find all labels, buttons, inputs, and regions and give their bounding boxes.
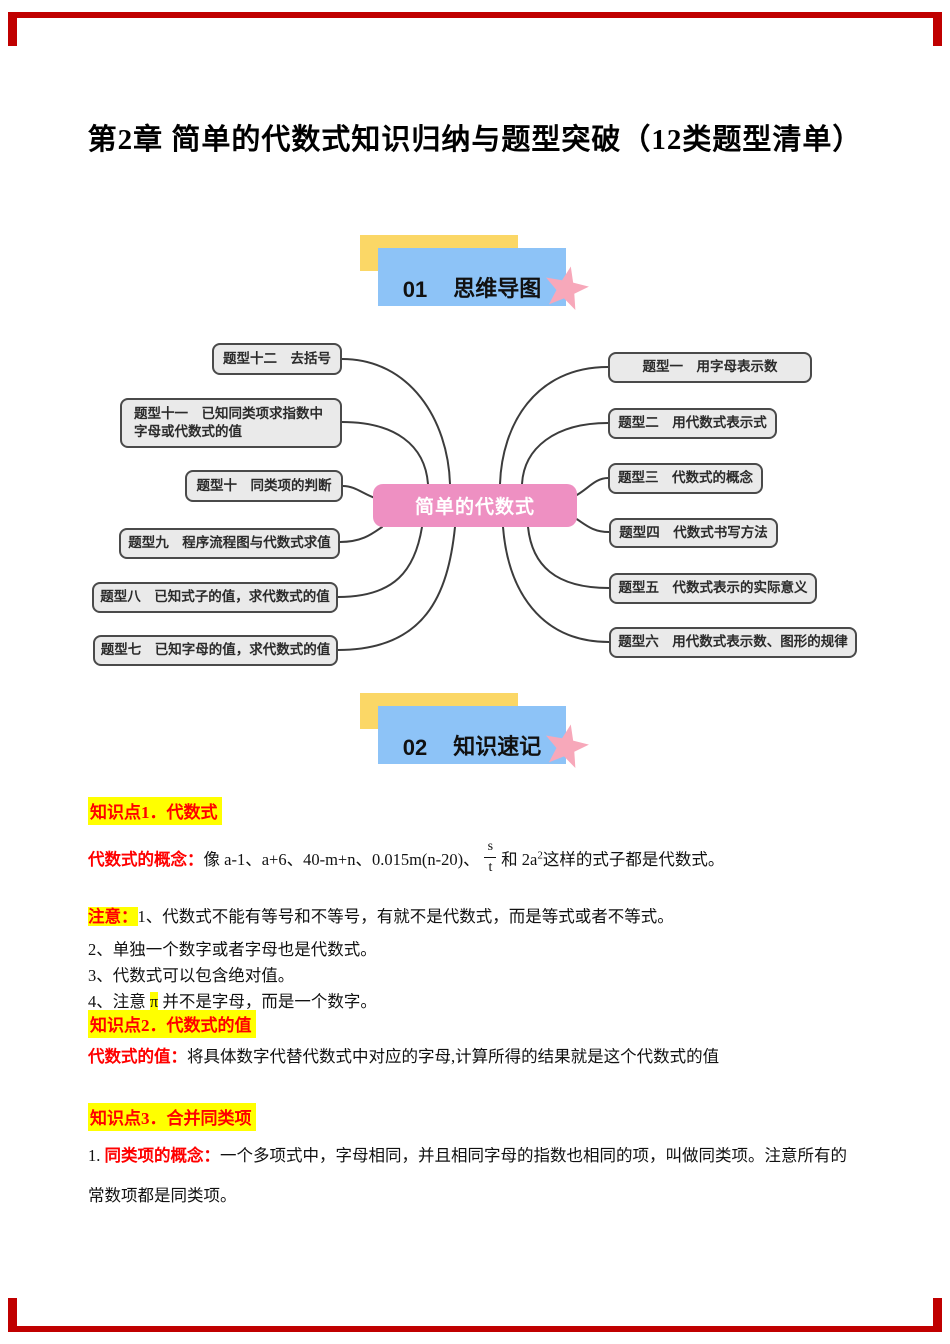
page-title: 第2章 简单的代数式知识归纳与题型突破（12类题型清单） bbox=[87, 124, 863, 156]
mindmap-node-type6: 题型六 用代数式表示数、图形的规律 bbox=[609, 627, 857, 658]
like-terms-label: 同类项的概念： bbox=[104, 1146, 221, 1165]
mindmap-node-type4: 题型四 代数式书写方法 bbox=[609, 518, 778, 548]
star-icon bbox=[546, 266, 589, 311]
banner-title-mindmap: 01 思维导图 bbox=[378, 248, 566, 306]
connector-curve bbox=[574, 477, 609, 497]
connector-curve bbox=[341, 358, 451, 485]
connector-curve bbox=[574, 517, 610, 533]
page-border-top-right bbox=[933, 12, 942, 46]
mindmap: 题型十二 去括号 题型十一 已知同类项求指数中字母或代数式的值 题型十 同类项的… bbox=[0, 330, 950, 680]
note-label: 注意： bbox=[88, 907, 138, 926]
connector-curve bbox=[527, 526, 610, 589]
fraction-s-over-t: s t bbox=[484, 840, 497, 875]
concept-line: 代数式的概念： 像 a-1、a+6、40-m+n、0.015m(n-20)、 s… bbox=[88, 840, 724, 875]
exponent: 2 bbox=[537, 849, 543, 861]
page-border-bottom-left bbox=[8, 1298, 17, 1332]
mindmap-node-type7: 题型七 已知字母的值，求代数式的值 bbox=[93, 635, 338, 666]
value-label: 代数式的值： bbox=[88, 1047, 187, 1066]
fraction-numerator: s bbox=[487, 839, 494, 854]
connector-curve bbox=[499, 366, 609, 485]
connector-curve bbox=[337, 526, 423, 598]
note-line-3: 3、代数式可以包含绝对值。 bbox=[88, 966, 295, 985]
mindmap-node-type1: 题型一 用字母表示数 bbox=[608, 352, 812, 383]
connector-curve bbox=[337, 526, 456, 651]
mindmap-node-type8: 题型八 已知式子的值，求代数式的值 bbox=[92, 582, 338, 613]
section-number: 01 bbox=[402, 277, 428, 302]
value-line: 代数式的值：将具体数字代替代数式中对应的字母,计算所得的结果就是这个代数式的值 bbox=[88, 1047, 720, 1066]
section-banner-mindmap: 01 思维导图 bbox=[0, 235, 950, 325]
section-number: 02 bbox=[402, 735, 428, 760]
knowledge-point-1-heading: 知识点1．代数式 bbox=[88, 797, 222, 825]
mindmap-node-type2: 题型二 用代数式表示式 bbox=[608, 408, 777, 439]
banner-title-knowledge: 02 知识速记 bbox=[378, 706, 566, 764]
note-line-4: 4、注意 π 并不是字母，而是一个数字。 bbox=[88, 992, 377, 1011]
mindmap-node-type9: 题型九 程序流程图与代数式求值 bbox=[119, 528, 340, 559]
section-label: 知识速记 bbox=[453, 734, 542, 759]
mindmap-node-type11: 题型十一 已知同类项求指数中字母或代数式的值 bbox=[120, 398, 342, 448]
page-border-top-left bbox=[8, 12, 17, 46]
pi-symbol: π bbox=[149, 992, 159, 1011]
section-label: 思维导图 bbox=[453, 276, 542, 301]
like-terms-line-2: 常数项都是同类项。 bbox=[88, 1186, 237, 1205]
concept-text-mid: 和 2a2这样的式子都是代数式。 bbox=[501, 849, 725, 869]
like-terms-line-1: 1. 同类项的概念：一个多项式中，字母相同，并且相同字母的指数也相同的项，叫做同… bbox=[88, 1146, 847, 1165]
note-line-2: 2、单独一个数字或者字母也是代数式。 bbox=[88, 940, 377, 959]
star-icon bbox=[546, 724, 589, 769]
mindmap-node-type3: 题型三 代数式的概念 bbox=[608, 463, 763, 494]
knowledge-point-2-heading: 知识点2．代数式的值 bbox=[88, 1010, 256, 1038]
connector-curve bbox=[521, 422, 609, 485]
page-border-bottom bbox=[8, 1326, 942, 1332]
page-border-top bbox=[8, 12, 942, 18]
connector-curve bbox=[502, 526, 610, 643]
knowledge-point-3-heading: 知识点3．合并同类项 bbox=[88, 1103, 256, 1131]
page-border-bottom-right bbox=[933, 1298, 942, 1332]
connector-curve bbox=[339, 526, 383, 543]
mindmap-center-node: 简单的代数式 bbox=[373, 484, 577, 527]
note-line-1: 注意：1、代数式不能有等号和不等号，有就不是代数式，而是等式或者不等式。 bbox=[88, 907, 674, 926]
concept-text-pre: 像 a-1、a+6、40-m+n、0.015m(n-20)、 bbox=[203, 849, 480, 869]
fraction-denominator: t bbox=[484, 857, 497, 875]
mindmap-node-type10: 题型十 同类项的判断 bbox=[185, 470, 343, 502]
section-banner-knowledge: 02 知识速记 bbox=[0, 693, 950, 783]
mindmap-node-type5: 题型五 代数式表示的实际意义 bbox=[609, 573, 817, 604]
connector-curve bbox=[341, 421, 429, 485]
concept-label: 代数式的概念： bbox=[88, 849, 204, 869]
mindmap-connectors bbox=[337, 358, 610, 651]
mindmap-node-type12: 题型十二 去括号 bbox=[212, 343, 342, 375]
item-number: 1. bbox=[88, 1146, 105, 1165]
connector-curve bbox=[342, 485, 376, 499]
